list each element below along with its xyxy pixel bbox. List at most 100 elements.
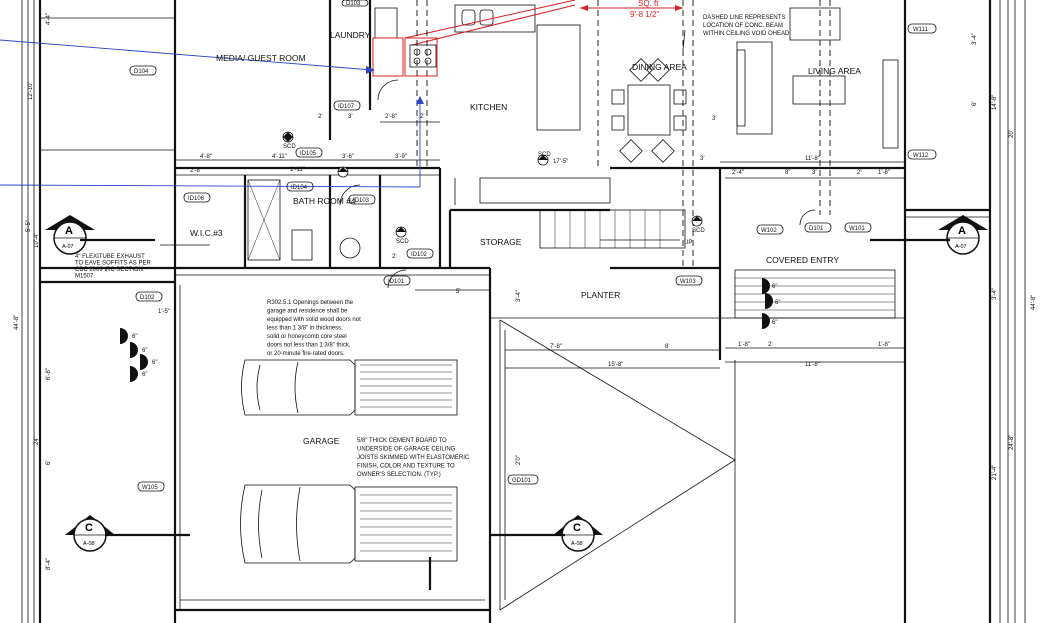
dim-label: 1'-8" — [878, 170, 890, 176]
section-letter: A — [65, 225, 73, 237]
section-sheet: A-07 — [62, 244, 74, 250]
step-dim-4: 6" — [142, 372, 147, 378]
dim-label: 2'0" — [516, 455, 522, 465]
dim-label: 11'-8" — [805, 156, 820, 162]
note-line: DASHED LINE REPRESENTS — [703, 15, 785, 21]
dim-label: 6' — [46, 461, 52, 465]
note-line: 4" FLEXITUBE EXHAUST — [75, 254, 145, 260]
tag-w111: W111 — [913, 27, 928, 33]
dim-label: 10'-4" — [34, 233, 40, 248]
room-living-label: LIVING AREA — [808, 66, 861, 76]
smoke-detectors: SCD SCD SCD SCD — [282, 131, 705, 245]
dim-label: 6' — [972, 102, 978, 106]
dim-label: 14'-8" — [992, 95, 998, 110]
tag-w103: W103 — [680, 279, 696, 285]
note-line: or 20-minute fire-rated doors. — [267, 351, 345, 357]
tag-w101: W101 — [849, 226, 865, 232]
stair-up-label: UP — [684, 240, 692, 246]
dining-set — [611, 58, 687, 163]
red-dimension-label: 9'-8 1/2" — [630, 10, 659, 19]
scd-icon — [337, 166, 349, 178]
scd-icon — [282, 131, 294, 143]
dim-label: 5' — [456, 289, 460, 295]
dim-label: 3' — [348, 114, 352, 120]
dim-label: 44'-8" — [14, 315, 20, 330]
notes: DASHED LINE REPRESENTS LOCATION OF CONC. … — [75, 15, 791, 478]
scd-label: SCD — [283, 144, 296, 150]
garage-car-1 — [241, 359, 458, 416]
room-wic-label: W.I.C.#3 — [190, 228, 223, 238]
door-swings — [339, 79, 816, 289]
dim-label: 3'-4" — [516, 290, 522, 302]
section-sheet: A-07 — [955, 244, 967, 250]
dim-label: 2' — [392, 254, 396, 260]
tag-gd101: GD101 — [512, 478, 532, 484]
dim-label: 7'-8" — [550, 344, 562, 350]
wic-shelf — [247, 179, 361, 261]
dim-label: 8'-4" — [46, 558, 52, 570]
step-dim-2: 6" — [142, 348, 147, 354]
dim-label: 2'-4" — [732, 170, 744, 176]
section-marker-a-left: A A-07 — [45, 215, 95, 255]
tag-w112: W112 — [913, 153, 929, 159]
red-dimension: SQ. ft 9'-8 1/2" — [580, 0, 683, 19]
tag-id106: ID106 — [188, 196, 205, 202]
step-dim-6: 6" — [775, 300, 780, 306]
dim-label: 4'-11" — [272, 154, 287, 160]
dim-label: 2' — [768, 342, 772, 348]
tag-d103: D103 — [346, 1, 361, 7]
dim-label: 3'-4" — [992, 288, 998, 300]
room-kitchen-label: KITCHEN — [470, 102, 507, 112]
section-letter: C — [573, 522, 581, 534]
dim-label: 3'-4" — [972, 33, 978, 45]
scd-label: SCD — [396, 239, 409, 245]
note-line: OWNER'S SELECTION. (TYP.) — [357, 472, 441, 478]
room-labels: LAUNDRY MEDIA/ GUEST ROOM KITCHEN DINING… — [190, 30, 861, 446]
note-line: M1507 — [75, 274, 94, 280]
section-sheet: A-08 — [83, 541, 95, 547]
room-covered-entry-label: COVERED ENTRY — [766, 255, 839, 265]
scd-label: SCD — [538, 152, 551, 158]
exterior-walls — [21, 0, 1026, 623]
beam-note: DASHED LINE REPRESENTS LOCATION OF CONC. … — [703, 15, 791, 37]
tag-d104: D104 — [134, 69, 149, 75]
note-line: FINISH, COLOR AND TEXTURE TO — [357, 464, 455, 470]
dim-label: 4'-8" — [200, 154, 212, 160]
step-dim-5: 6" — [772, 284, 777, 290]
dim-label: 3' — [700, 156, 704, 162]
dim-label: 3'-9" — [395, 154, 407, 160]
dim-label: 44'-8" — [1031, 295, 1037, 310]
step-dim-3: 6" — [152, 360, 157, 366]
dim-label: 3' — [712, 116, 716, 122]
section-sheet: A-08 — [571, 541, 583, 547]
note-line: 5/8" THICK CEMENT BOARD TO — [357, 438, 447, 444]
dim-label: 1'-8" — [738, 342, 750, 348]
note-line: solid or honeycomb core steel — [267, 334, 347, 340]
red-sqft-label: SQ. ft — [638, 0, 659, 8]
dim-label: 21'-4" — [992, 465, 998, 480]
dim-label: 1'-8" — [878, 342, 890, 348]
dim-label: 3'-6" — [342, 154, 354, 160]
note-line: TO EAVE SOFFITS AS PER — [75, 261, 151, 267]
dim-label: 4'-4" — [46, 13, 52, 25]
garage-car-2 — [240, 484, 458, 590]
dim-label: 8" — [785, 170, 790, 176]
kitchen-fixtures — [372, 0, 611, 205]
step-markers: 6" 6" 6" 6" 6" 6" 6" — [120, 278, 780, 382]
tag-d101: D101 — [809, 226, 824, 232]
tag-id105: ID105 — [300, 151, 317, 157]
dim-label: 5'-5" — [26, 220, 32, 232]
note-line: LOCATION OF CONC. BEAM — [703, 23, 783, 29]
tag-id103: ID103 — [353, 198, 370, 204]
tags: D103 D104 ID107 ID105 ID104 ID106 ID103 … — [129, 0, 937, 492]
scd-icon — [691, 215, 703, 227]
stairs — [539, 209, 896, 319]
dim-label: 24'-8" — [1009, 435, 1015, 450]
dim-label: 6'-8" — [46, 368, 52, 380]
room-media-label: MEDIA/ GUEST ROOM — [216, 53, 306, 63]
scd-label: SCD — [692, 228, 705, 234]
dim-label: 3' — [812, 170, 816, 176]
dimension-strings: 4'-8" 4'-11" 3'-6" 3'-9" 2'-8" 1'-11" 2'… — [14, 0, 1037, 623]
